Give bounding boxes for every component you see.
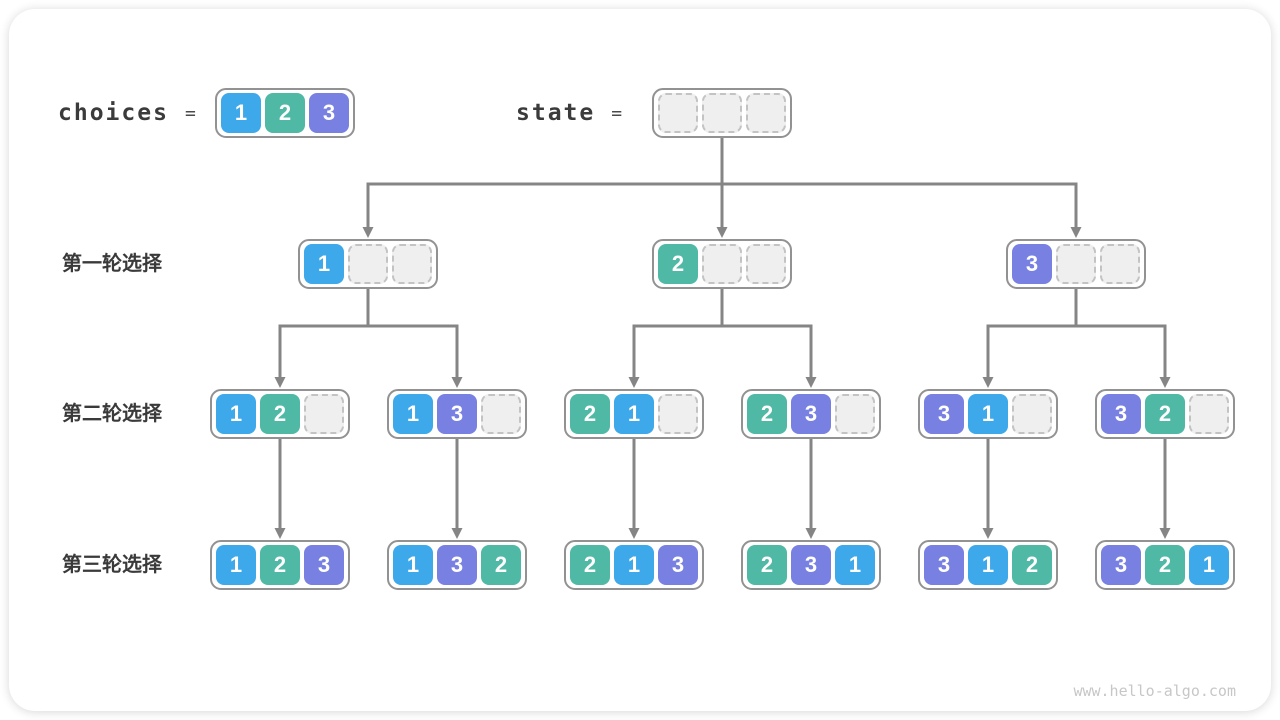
state-var-name: state bbox=[516, 100, 596, 126]
empty-slot bbox=[1012, 394, 1052, 434]
value-cell: 1 bbox=[216, 394, 256, 434]
value-cell: 2 bbox=[1012, 545, 1052, 585]
state-legend: state = bbox=[516, 88, 622, 138]
value-cell: 2 bbox=[570, 394, 610, 434]
empty-slot bbox=[835, 394, 875, 434]
row-label-round-2: 第二轮选择 bbox=[62, 403, 162, 425]
empty-slot bbox=[702, 244, 742, 284]
value-cell: 1 bbox=[968, 545, 1008, 585]
value-cell: 3 bbox=[924, 394, 964, 434]
state-box bbox=[652, 88, 792, 138]
choices-legend: choices = bbox=[58, 88, 196, 138]
value-cell: 1 bbox=[614, 545, 654, 585]
value-cell: 3 bbox=[791, 545, 831, 585]
value-cell: 1 bbox=[216, 545, 256, 585]
value-cell: 1 bbox=[968, 394, 1008, 434]
value-cell: 1 bbox=[393, 545, 433, 585]
empty-slot bbox=[658, 394, 698, 434]
empty-slot bbox=[746, 244, 786, 284]
empty-slot bbox=[746, 93, 786, 133]
value-cell: 1 bbox=[304, 244, 344, 284]
value-cell: 2 bbox=[481, 545, 521, 585]
value-cell: 3 bbox=[791, 394, 831, 434]
watermark: www.hello-algo.com bbox=[1073, 682, 1236, 700]
value-cell: 3 bbox=[658, 545, 698, 585]
value-cell: 3 bbox=[304, 545, 344, 585]
row-label-round-3: 第三轮选择 bbox=[62, 554, 162, 576]
row-label-round-1: 第一轮选择 bbox=[62, 253, 162, 275]
value-cell: 2 bbox=[1145, 545, 1185, 585]
empty-slot bbox=[658, 93, 698, 133]
state-equals-sign: = bbox=[611, 102, 623, 124]
value-cell: 3 bbox=[1101, 394, 1141, 434]
value-cell: 2 bbox=[260, 394, 300, 434]
value-cell: 3 bbox=[437, 394, 477, 434]
round-1-node-3: 3 bbox=[1006, 239, 1146, 289]
value-cell: 3 bbox=[437, 545, 477, 585]
value-cell: 1 bbox=[393, 394, 433, 434]
empty-slot bbox=[304, 394, 344, 434]
value-cell: 1 bbox=[221, 93, 261, 133]
round-1-node-1: 1 bbox=[298, 239, 438, 289]
value-cell: 1 bbox=[614, 394, 654, 434]
value-cell: 3 bbox=[1012, 244, 1052, 284]
value-cell: 1 bbox=[835, 545, 875, 585]
choices-equals-sign: = bbox=[184, 102, 196, 124]
empty-slot bbox=[348, 244, 388, 284]
choices-var-name: choices bbox=[58, 100, 169, 126]
value-cell: 2 bbox=[747, 545, 787, 585]
value-cell: 2 bbox=[747, 394, 787, 434]
empty-slot bbox=[1189, 394, 1229, 434]
value-cell: 2 bbox=[1145, 394, 1185, 434]
empty-slot bbox=[392, 244, 432, 284]
empty-slot bbox=[1100, 244, 1140, 284]
value-cell: 3 bbox=[924, 545, 964, 585]
round-1-node-2: 2 bbox=[652, 239, 792, 289]
value-cell: 2 bbox=[658, 244, 698, 284]
value-cell: 1 bbox=[1189, 545, 1229, 585]
empty-slot bbox=[702, 93, 742, 133]
value-cell: 2 bbox=[265, 93, 305, 133]
value-cell: 3 bbox=[1101, 545, 1141, 585]
empty-slot bbox=[1056, 244, 1096, 284]
empty-slot bbox=[481, 394, 521, 434]
value-cell: 3 bbox=[309, 93, 349, 133]
value-cell: 2 bbox=[570, 545, 610, 585]
value-cell: 2 bbox=[260, 545, 300, 585]
